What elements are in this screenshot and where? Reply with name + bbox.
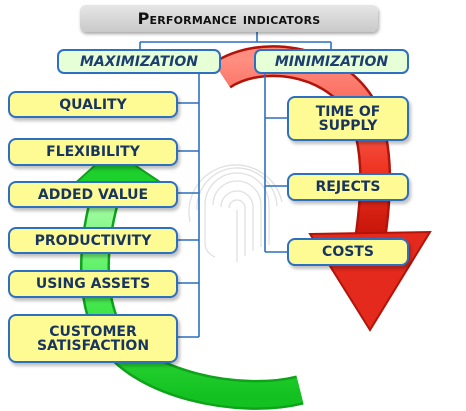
minimization-heading-label: MINIMIZATION [274, 53, 389, 70]
indicator-added-value: ADDED VALUE [8, 181, 178, 208]
indicator-using-assets: USING ASSETS [8, 270, 178, 298]
indicator-time-of-supply: TIME OF SUPPLY [287, 96, 409, 141]
indicator-label: TIME OF SUPPLY [315, 103, 381, 134]
maximization-heading: MAXIMIZATION [57, 49, 221, 74]
indicator-quality: QUALITY [8, 91, 178, 118]
indicator-label: QUALITY [59, 96, 127, 113]
page-title: Performance indicators [80, 5, 378, 32]
indicator-label: PRODUCTIVITY [34, 232, 152, 249]
maximization-heading-label: MAXIMIZATION [80, 53, 198, 70]
indicator-label: ADDED VALUE [37, 186, 149, 203]
indicator-label: FLEXIBILITY [46, 144, 140, 160]
indicator-rejects: REJECTS [287, 173, 409, 201]
indicator-flexibility: FLEXIBILITY [8, 138, 178, 166]
title-text: Performance indicators [137, 9, 321, 28]
indicator-customer-satisfaction: CUSTOMER SATISFACTION [8, 314, 178, 363]
indicator-costs: COSTS [287, 238, 409, 266]
connector-lines [139, 32, 332, 338]
indicator-productivity: PRODUCTIVITY [8, 227, 178, 254]
indicator-label: REJECTS [315, 179, 381, 195]
fingerprint-watermark [188, 164, 283, 262]
indicator-label: COSTS [322, 244, 374, 260]
indicator-label: USING ASSETS [35, 276, 151, 292]
minimization-heading: MINIMIZATION [254, 49, 409, 74]
indicator-label: CUSTOMER SATISFACTION [36, 323, 150, 354]
